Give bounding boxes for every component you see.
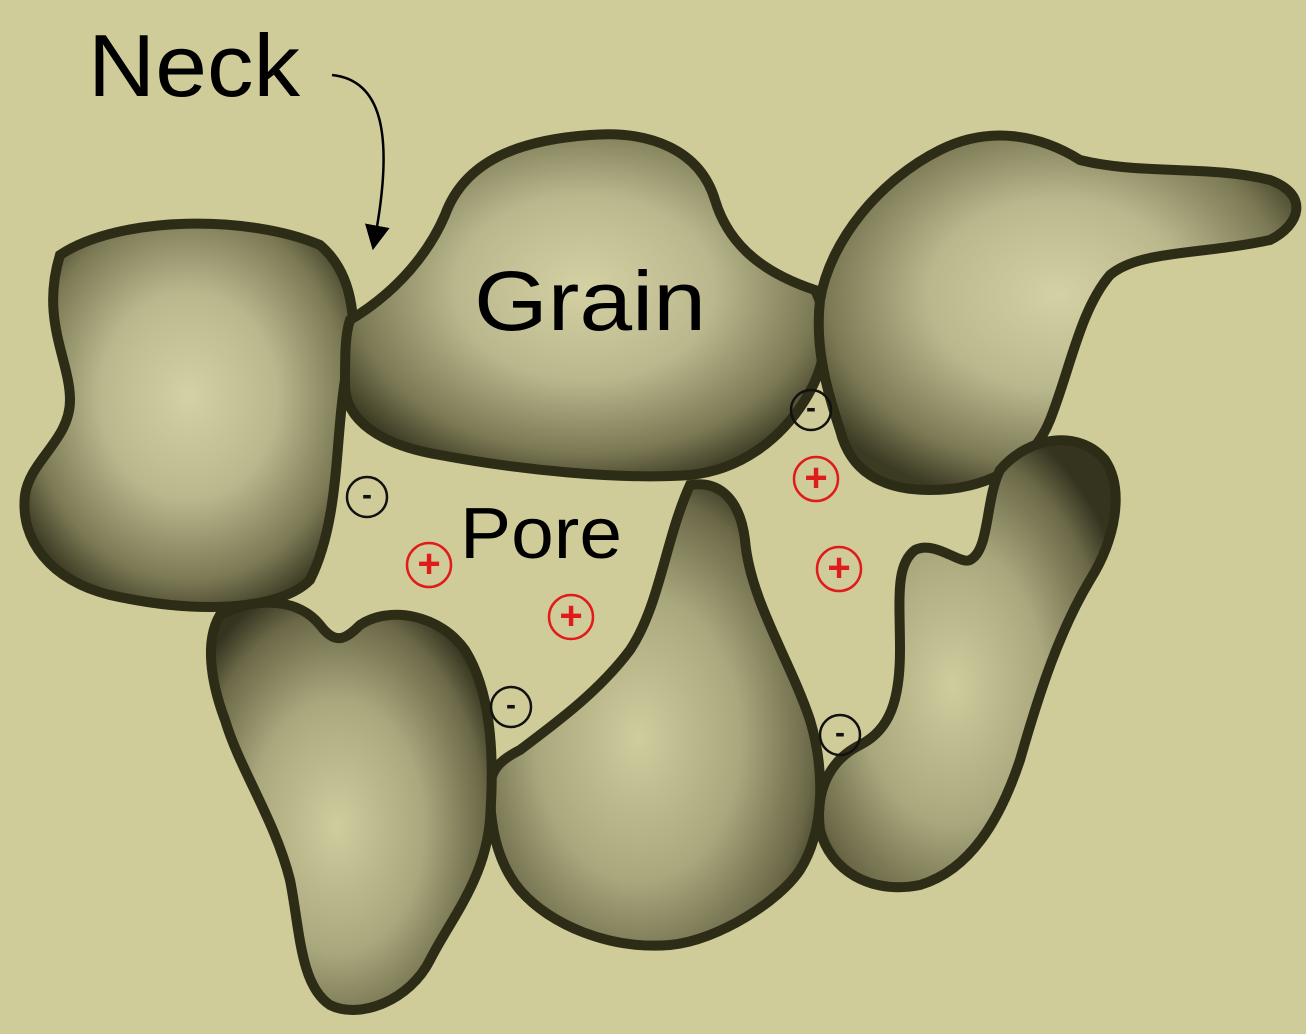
grain-left [24, 224, 353, 607]
neck-label: Neck [88, 16, 301, 115]
svg-text:+: + [417, 542, 440, 586]
svg-text:-: - [806, 392, 816, 425]
svg-text:-: - [835, 717, 845, 750]
pore-label: Pore [460, 494, 622, 574]
grain-label: Grain [474, 254, 706, 348]
svg-text:+: + [804, 456, 827, 500]
neck-arrow [332, 75, 384, 238]
svg-text:+: + [559, 594, 582, 638]
grain-left-bottom [211, 603, 492, 1010]
svg-text:-: - [506, 689, 516, 722]
svg-text:-: - [362, 479, 372, 512]
svg-text:+: + [827, 546, 850, 590]
